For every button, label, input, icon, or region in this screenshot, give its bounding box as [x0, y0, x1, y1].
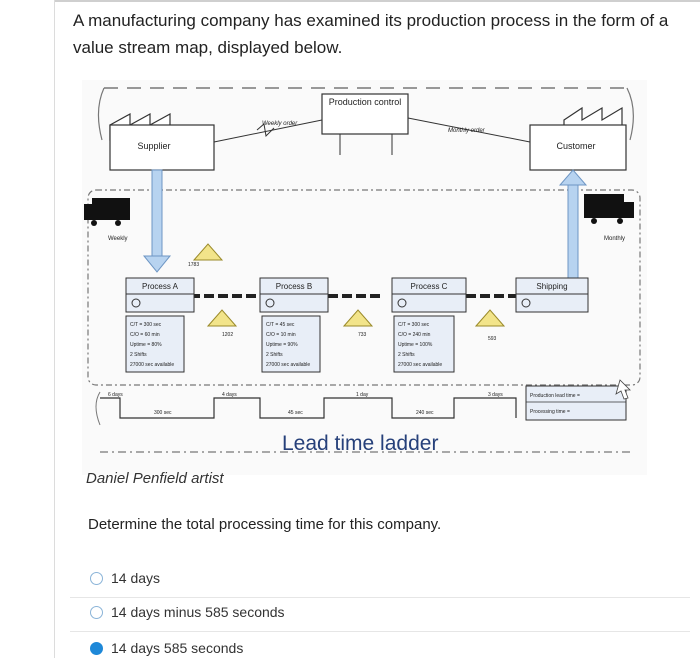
process-a-data-box	[125, 315, 185, 373]
svg-text:27000 sec available: 27000 sec available	[130, 362, 174, 368]
value-stream-map: Production control Supplier Customer Wee…	[82, 80, 647, 475]
svg-text:Uptime = 100%: Uptime = 100%	[398, 342, 433, 348]
answer-option-label: 14 days minus 585 seconds	[111, 604, 285, 620]
svg-text:300 sec: 300 sec	[154, 410, 172, 416]
production-control-box	[321, 93, 409, 135]
question-prompt: Determine the total processing time for …	[88, 516, 442, 533]
inventory-value-4: 593	[488, 336, 497, 342]
svg-text:C/T = 300 sec: C/T = 300 sec	[130, 322, 162, 328]
process-c-label: Process C	[411, 282, 448, 291]
operator-icon	[131, 298, 141, 308]
svg-text:C/O = 60 min: C/O = 60 min	[130, 332, 160, 338]
svg-text:Uptime = 80%: Uptime = 80%	[130, 342, 162, 348]
top-border	[54, 0, 700, 2]
cursor-icon	[615, 379, 631, 400]
inventory-value-3: 733	[358, 332, 367, 338]
question-text: A manufacturing company has examined its…	[73, 11, 669, 57]
weekly-label: Weekly	[108, 236, 128, 242]
svg-text:2 Shifts: 2 Shifts	[266, 352, 283, 358]
supplier-factory-icon	[109, 124, 215, 171]
left-border	[54, 0, 55, 658]
radio-button[interactable]	[90, 605, 103, 619]
svg-text:45 sec: 45 sec	[288, 410, 303, 416]
svg-text:3 days: 3 days	[488, 392, 503, 398]
svg-text:6 days: 6 days	[108, 392, 123, 398]
lead-time-ladder-title: Lead time ladder	[282, 432, 439, 455]
inventory-triangle-3	[342, 309, 374, 327]
customer-truck-icon	[584, 194, 624, 218]
supplier-truck-icon	[92, 198, 130, 220]
option-divider	[70, 597, 690, 598]
svg-text:27000 sec available: 27000 sec available	[398, 362, 442, 368]
svg-text:C/T = 45 sec: C/T = 45 sec	[266, 322, 295, 328]
svg-text:Processing time =: Processing time =	[530, 409, 570, 415]
inventory-triangle-2	[206, 309, 238, 327]
operator-icon	[521, 298, 531, 308]
process-b-data-box	[261, 315, 321, 373]
svg-text:Production lead time =: Production lead time =	[530, 393, 580, 399]
answer-option-label: 14 days	[111, 570, 161, 586]
svg-text:C/O = 240 min: C/O = 240 min	[398, 332, 431, 338]
operator-icon	[265, 298, 275, 308]
process-b-label: Process B	[276, 282, 312, 291]
monthly-label: Monthly	[604, 236, 625, 242]
inventory-triangle-1	[192, 243, 224, 261]
radio-button-selected[interactable]	[90, 641, 103, 655]
shipping-label: Shipping	[536, 282, 567, 291]
supplier-label: Supplier	[137, 141, 170, 151]
option-divider	[70, 631, 690, 632]
operator-icon	[397, 298, 407, 308]
svg-text:240 sec: 240 sec	[416, 410, 434, 416]
svg-text:2 Shifts: 2 Shifts	[398, 352, 415, 358]
svg-text:4 days: 4 days	[222, 392, 237, 398]
svg-text:2 Shifts: 2 Shifts	[130, 352, 147, 358]
customer-factory-icon	[529, 124, 627, 171]
answer-option-3[interactable]: 14 days 585 seconds	[90, 640, 243, 656]
answer-option-1[interactable]: 14 days	[90, 570, 160, 586]
process-a-label: Process A	[142, 282, 179, 291]
production-control-label: Production control	[329, 97, 402, 107]
weekly-order-label: Weekly order	[262, 121, 298, 127]
process-c-data-box	[393, 315, 455, 373]
svg-text:Uptime = 90%: Uptime = 90%	[266, 342, 298, 348]
value-stream-map-svg: Production control Supplier Customer Wee…	[84, 87, 641, 453]
lead-time-ladder-line	[100, 397, 517, 419]
svg-text:27000 sec available: 27000 sec available	[266, 362, 310, 368]
summary-box	[525, 385, 627, 421]
customer-label: Customer	[556, 141, 595, 151]
svg-text:C/O = 10 min: C/O = 10 min	[266, 332, 296, 338]
svg-text:C/T = 300 sec: C/T = 300 sec	[398, 322, 430, 328]
answer-option-2[interactable]: 14 days minus 585 seconds	[90, 604, 285, 620]
monthly-order-label: Monthly order	[448, 128, 486, 134]
artist-credit: Daniel Penfield artist	[86, 470, 224, 487]
inventory-value-1: 1783	[188, 262, 199, 268]
inventory-triangle-4	[474, 309, 506, 327]
radio-button[interactable]	[90, 571, 103, 585]
answer-option-label: 14 days 585 seconds	[111, 640, 244, 656]
svg-text:1 day: 1 day	[356, 392, 369, 398]
inventory-value-2: 1202	[222, 332, 233, 338]
